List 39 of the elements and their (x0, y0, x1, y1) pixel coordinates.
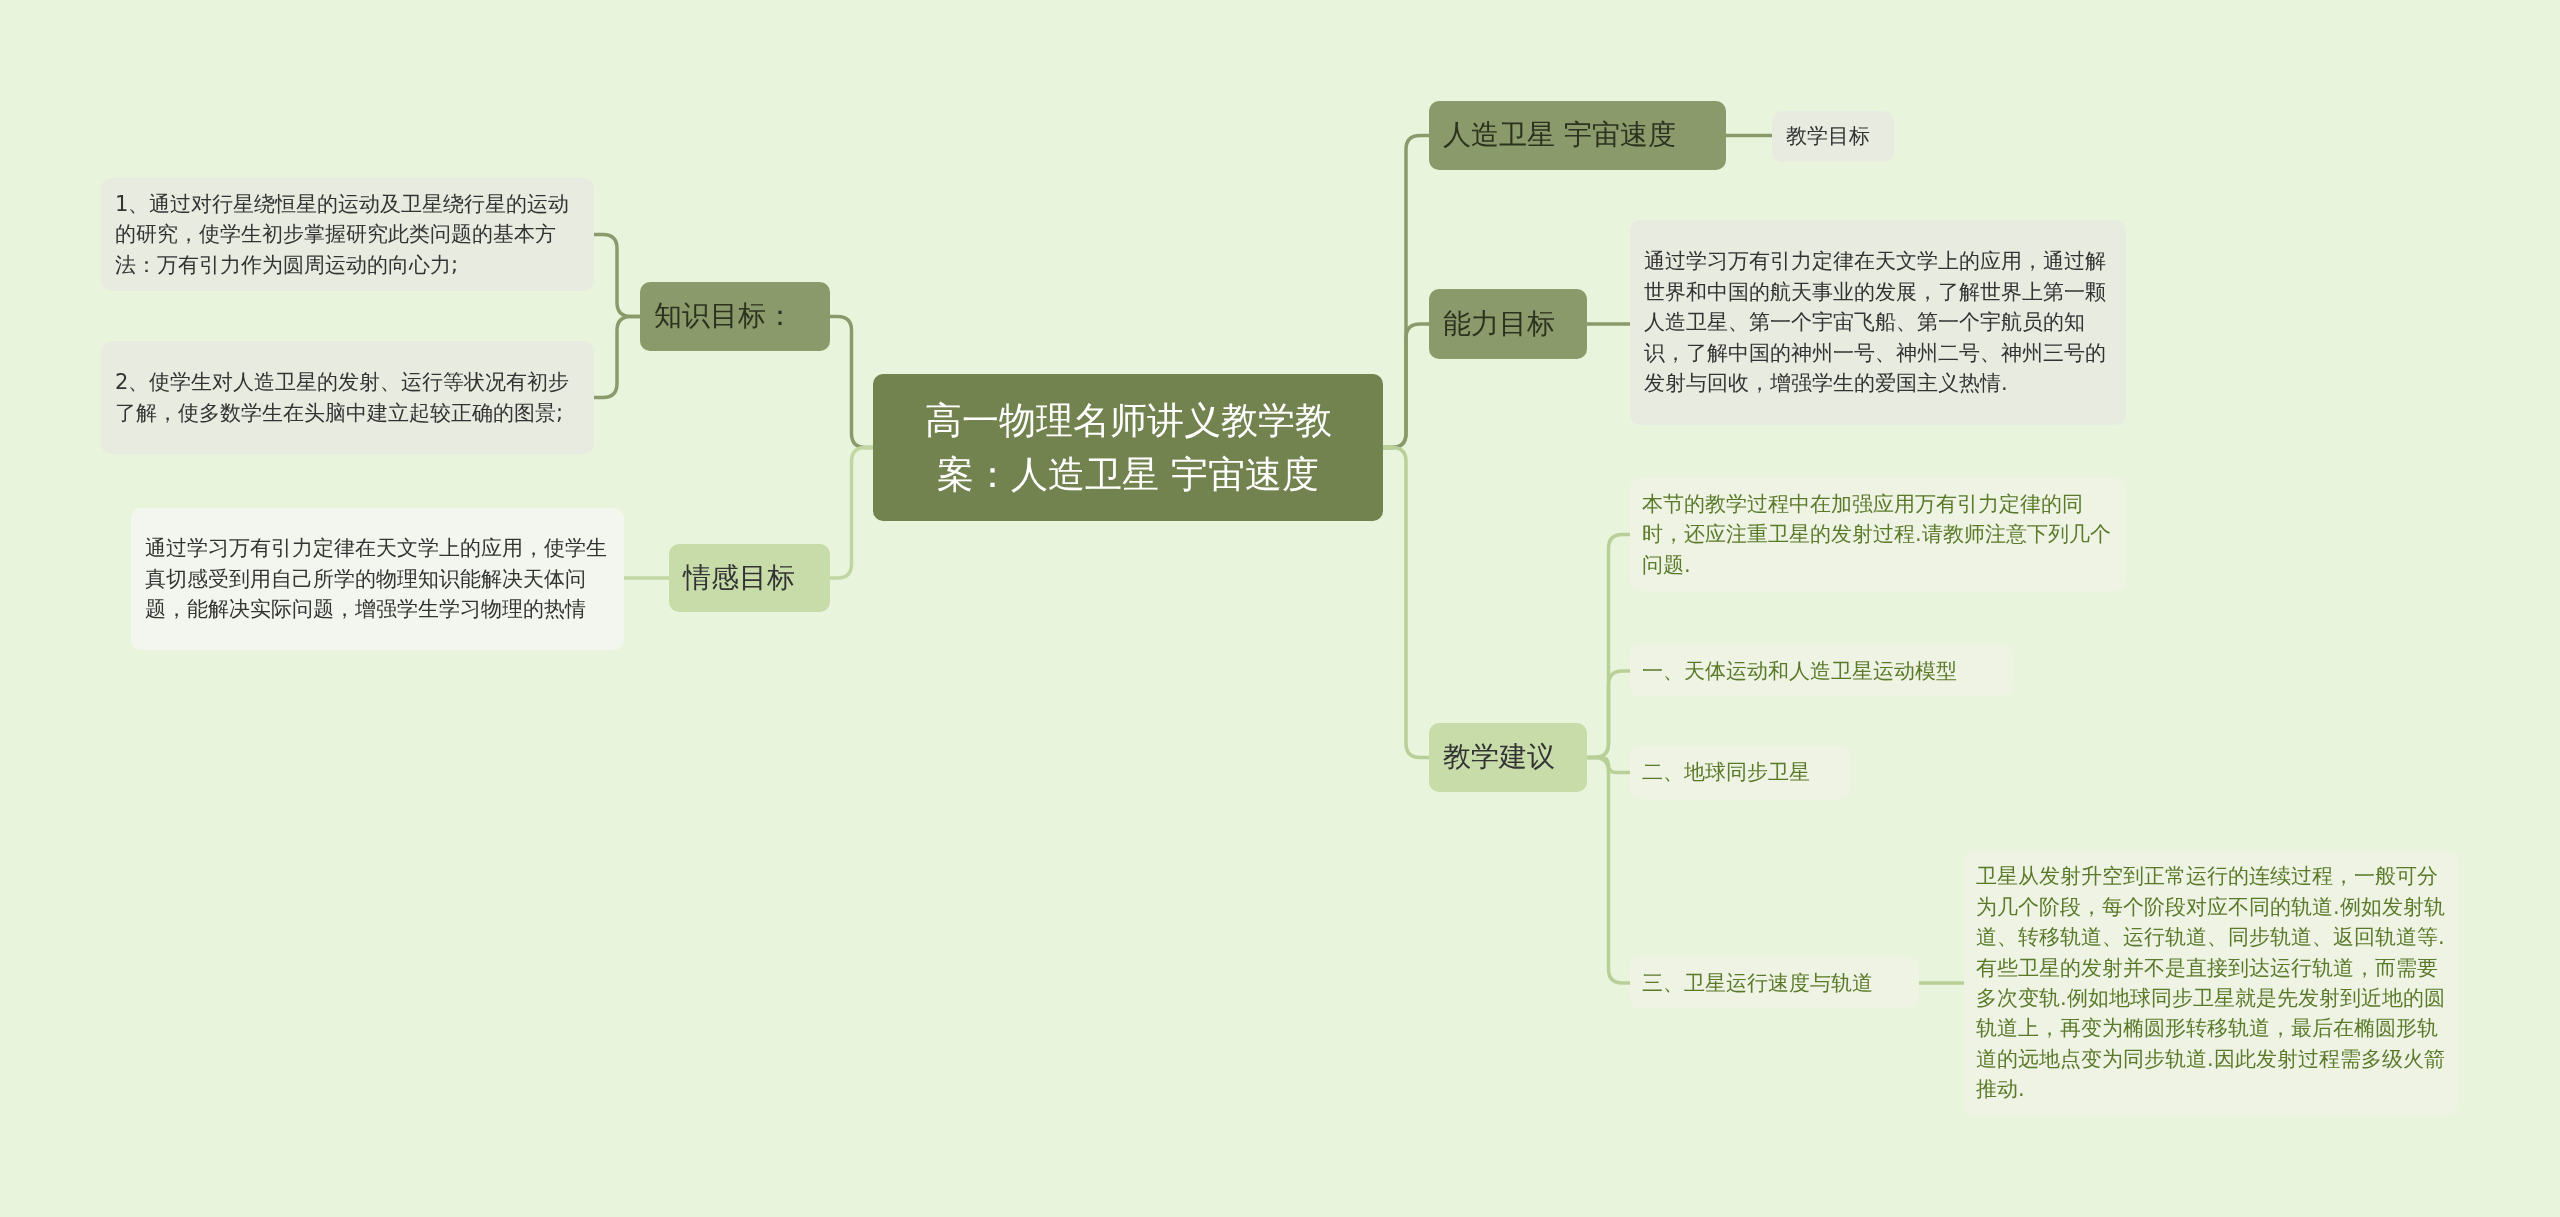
topic-text: 能力目标 (1443, 305, 1555, 342)
central-topic (873, 374, 1383, 521)
branch-topic (1429, 723, 1587, 792)
topic-text: 一、天体运动和人造卫星运动模型 (1642, 657, 1957, 685)
branch-topic (669, 544, 830, 612)
connector-line (1587, 322, 1630, 326)
topic-text: 二、地球同步卫星 (1642, 759, 1810, 787)
topic-text: 卫星从发射升空到正常运行的连续过程，一般可分为几个阶段，每个阶段对应不同的轨道.例如发射轨道、转移轨道、运行轨道、同步轨道、返回轨道等.有些卫星的发射并不是直接到达运行轨道，而需要多次变轨.例如地球同步卫星就是先发射到近地的圆轨道上，再变为椭圆形转移轨道，最后在椭圆形轨道的远地点变为同步轨道.因此发射过程需多级火箭推动. (1976, 863, 2446, 1104)
topic-text: 1、通过对行星绕恒星的运动及卫星绕行星的运动的研究，使学生初步掌握研究此类问题的基本方法：万有引力作为圆周运动的向心力; (115, 190, 571, 279)
connector-line (624, 576, 669, 580)
connector-line (1587, 755, 1630, 985)
connector-line (594, 314, 640, 400)
subtopic (1630, 220, 2126, 425)
topic-text: 教学目标 (1786, 123, 1870, 151)
subtopic (1630, 957, 1919, 1009)
topic-text: 本节的教学过程中在加强应用万有引力定律的同时，还应注重卫星的发射过程.请教师注意下列几个问题. (1642, 490, 2112, 579)
topic-text: 通过学习万有引力定律在天文学上的应用，通过解世界和中国的航天事业的发展，了解世界上第一颗人造卫星、第一个宇宙飞船、第一个宇航员的知识，了解中国的神州一号、神州二号、神州三号的发射与回收，增强学生的爱国主义热情. (1644, 248, 2107, 398)
subtopic (1630, 478, 2126, 591)
subtopic (101, 178, 594, 291)
subtopic (101, 341, 594, 454)
subtopic (131, 508, 624, 650)
branch-topic (1429, 101, 1726, 170)
subtopic (1630, 645, 2013, 697)
topic-text: 三、卫星运行速度与轨道 (1642, 969, 1873, 997)
subtopic (1630, 746, 1850, 799)
topic-text: 高一物理名师讲义教学教案：人造卫星 宇宙速度 (923, 397, 1333, 498)
branch-topic (1429, 289, 1587, 359)
connector-line (1919, 981, 1964, 985)
connector-line (830, 445, 873, 580)
topic-text: 人造卫星 宇宙速度 (1443, 117, 1676, 154)
connector-line (1726, 133, 1772, 138)
topic-text: 知识目标： (654, 298, 794, 335)
topic-text: 情感目标 (683, 559, 795, 596)
subtopic (1772, 111, 1894, 162)
topic-text: 通过学习万有引力定律在天文学上的应用，使学生真切感受到用自己所学的物理知识能解决天体问题，能解决实际问题，增强学生学习物理的热情 (145, 535, 608, 624)
connector-line (1383, 445, 1429, 760)
topic-text: 2、使学生对人造卫星的发射、运行等状况有初步了解，使多数学生在头脑中建立起较正确的图景; (115, 369, 571, 427)
topic-text: 教学建议 (1443, 739, 1555, 776)
branch-topic (640, 282, 830, 351)
